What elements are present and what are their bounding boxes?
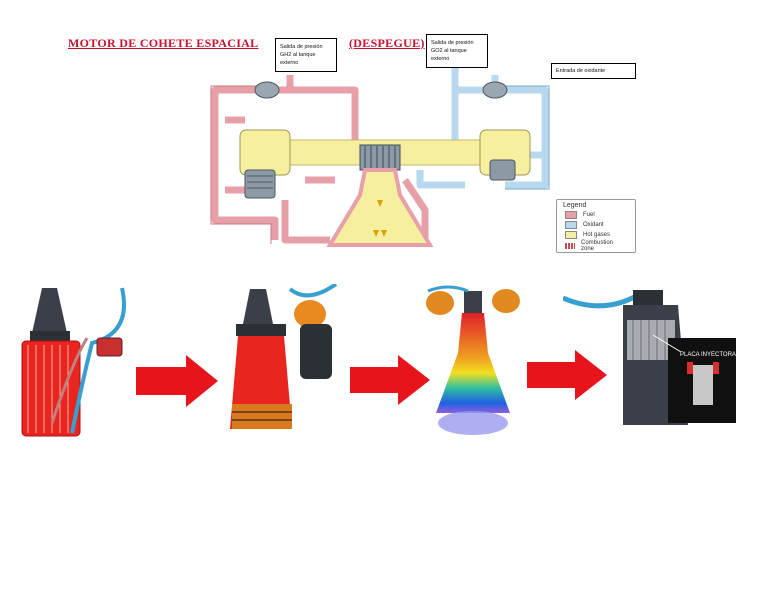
legend: Legend Fuel Oxidant Hot gases Combustion…: [556, 199, 636, 253]
legend-label: Hot gases: [583, 232, 611, 238]
sequence-arrow: [136, 355, 218, 407]
callout-go2: Salida de presión GO2 al tanque externo: [426, 34, 488, 68]
legend-swatch: [565, 231, 577, 239]
top-valve-right: [482, 81, 508, 99]
legend-item-oxidant: Oxidant: [565, 221, 604, 229]
legend-swatch: [565, 211, 577, 219]
legend-item-fuel: Fuel: [565, 211, 595, 219]
legend-label: Combustion zone: [581, 240, 614, 252]
callout-gh2-line: Salida de presión: [280, 44, 323, 50]
oxidizer-turbopump: [489, 159, 516, 181]
legend-swatch: [565, 221, 577, 229]
callout-go2-line: GO2 al tanque: [431, 48, 467, 54]
stage-2-engine: [230, 284, 338, 429]
main-injector: [359, 144, 401, 171]
top-valve-left: [254, 81, 280, 99]
legend-item-hot-gases: Hot gases: [565, 231, 610, 239]
callout-go2-line: externo: [431, 56, 450, 62]
injector-label: PLACA INYECTORA: [680, 352, 736, 358]
nozzle: [326, 168, 434, 247]
fuel-lines: [211, 75, 429, 244]
fuel-preburner: [239, 129, 291, 176]
legend-label: Oxidant: [583, 222, 604, 228]
callout-oxidant: Entrada de oxidante: [551, 63, 636, 79]
stage-3-engine: [426, 285, 520, 435]
page-title: MOTOR DE COHETE ESPACIAL: [68, 36, 259, 50]
engine-schematic: [210, 60, 550, 247]
oxidant-lines-outline: [495, 85, 550, 190]
sequence-arrow: [350, 355, 430, 405]
page-subtitle: (DESPEGUE): [349, 36, 425, 50]
legend-title: Legend: [563, 202, 587, 209]
fuel-turbopump: [244, 169, 276, 199]
flow-arrows: [373, 200, 387, 237]
stage-1-engine: [21, 287, 126, 437]
sequence-arrow: [527, 350, 607, 400]
callout-gh2-line: GH2 al tanque: [280, 52, 316, 58]
injector-elements: [364, 146, 396, 168]
fuel-lines-outline: [210, 85, 272, 244]
stage-4-injector: PLACA INYECTORA: [563, 290, 736, 425]
callout-go2-line: Salida de presión: [431, 40, 474, 46]
callout-gh2: Salida de presión GH2 al tanque externo: [275, 38, 337, 72]
callout-gh2-line: externo: [280, 60, 299, 66]
legend-item-combustion: Combustion zone: [565, 240, 621, 252]
legend-label: Fuel: [583, 212, 595, 218]
legend-swatch: [565, 243, 575, 249]
